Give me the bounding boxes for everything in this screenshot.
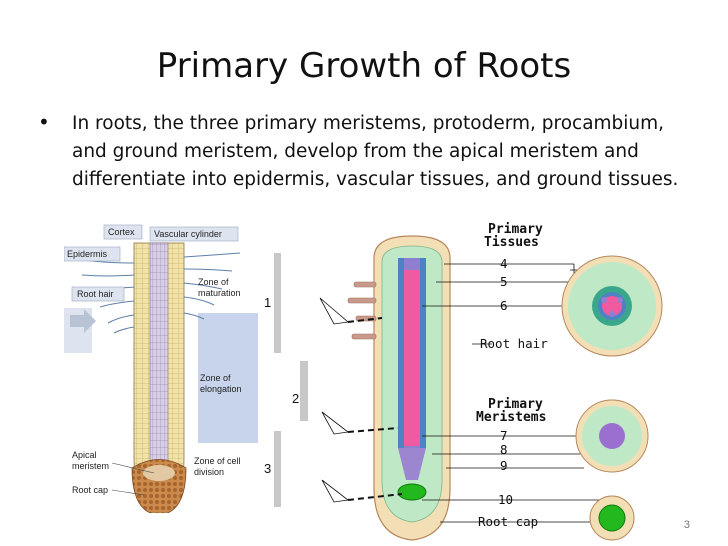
- zone-elongation-label-1: Zone of: [200, 373, 231, 383]
- primary-tissues-heading-2: Tissues: [484, 235, 539, 250]
- zone-elongation-band: [198, 313, 258, 443]
- label-9: 9: [500, 458, 508, 473]
- vascular-cylinder-label-box: [149, 226, 239, 242]
- label-5: 5: [500, 274, 508, 289]
- bullet-text: In roots, the three primary meristems, p…: [72, 113, 679, 190]
- zone-number-2: 2: [292, 391, 299, 406]
- slide-title: Primary Growth of Roots: [156, 46, 572, 86]
- cortex-label: Cortex: [108, 227, 135, 237]
- label-8: 8: [500, 442, 508, 457]
- apical-meristem-dot: [397, 483, 427, 501]
- primary-tissues-heading-1: Primary: [488, 222, 543, 237]
- root-hair-label-box: [71, 286, 125, 302]
- zone-number-3: 3: [264, 461, 271, 476]
- apical-meristem-shape: [143, 465, 175, 481]
- procambium: [398, 448, 426, 480]
- dashed-pointers: [347, 317, 403, 501]
- vascular-cylinder: [149, 242, 169, 464]
- epidermis-label-box: [64, 246, 121, 262]
- zone-maturation-label-2: maturation: [198, 288, 241, 298]
- cross-section-xylem: [602, 296, 622, 316]
- zone-division-label-1: Zone of cell: [194, 456, 241, 466]
- bullet-icon: •: [38, 110, 50, 134]
- root-hair-label: Root hair: [77, 289, 114, 299]
- root-longitudinal-section-figure: Cortex Vascular cylinder Epidermis Root …: [64, 224, 308, 513]
- vascular-cylinder-label: Vascular cylinder: [154, 229, 222, 239]
- root-hairs-right: [183, 252, 241, 320]
- zone-number-1: 1: [264, 295, 271, 310]
- root-cap-pointer: [111, 489, 145, 496]
- label-10: 10: [498, 492, 513, 507]
- root-hair-group: [347, 281, 377, 340]
- zone-maturation-label-1: Zone of: [198, 277, 229, 287]
- label-6: 6: [500, 298, 508, 313]
- cross-section-xylem-arms: [601, 297, 623, 317]
- cross-section-elongation-procambium: [599, 423, 625, 449]
- arrow-icon: [70, 309, 96, 333]
- zone-bracket-3: [274, 431, 281, 507]
- pointer-arrowheads: [319, 297, 349, 503]
- cortex-label-box: [103, 224, 143, 240]
- phloem-strip-left: [398, 258, 404, 448]
- zone-bracket-1: [274, 253, 281, 353]
- leader-lines: [422, 263, 602, 523]
- phloem-strip-right: [420, 258, 426, 448]
- label-7: 7: [500, 428, 508, 443]
- zone-elongation-label-2: elongation: [200, 384, 242, 394]
- apical-meristem-pointer: [111, 462, 155, 474]
- xylem-strip: [404, 270, 420, 446]
- root-hair-tag: Root hair: [480, 336, 548, 351]
- label-4: 4: [500, 256, 508, 271]
- page-number: 3: [683, 519, 690, 531]
- root-cap-label: Root cap: [72, 485, 108, 495]
- primary-meristems-heading-1: Primary: [488, 397, 543, 412]
- primary-meristems-heading-2: Meristems: [476, 410, 546, 425]
- zone-bracket-2: [300, 361, 308, 421]
- cross-section-meristem: [598, 504, 626, 532]
- apical-meristem-label-2: meristem: [72, 461, 109, 471]
- root-tissues-diagram: Primary Tissues Primary Meristems 4 5 6 …: [319, 222, 663, 541]
- zone-division-label-2: division: [194, 467, 224, 477]
- epidermis-label: Epidermis: [67, 249, 108, 259]
- apical-meristem-label-1: Apical: [72, 450, 97, 460]
- root-cap-tag: Root cap: [478, 514, 538, 529]
